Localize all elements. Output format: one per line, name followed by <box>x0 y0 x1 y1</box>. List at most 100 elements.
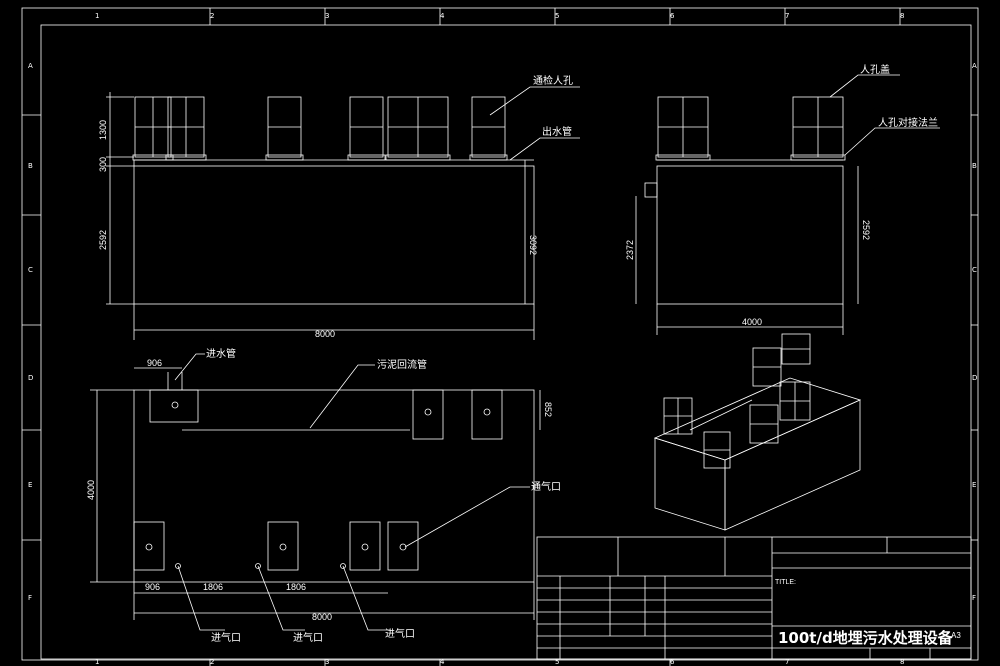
iso-manhole-5 <box>779 381 811 421</box>
dim-2592-side: 2592 <box>861 220 871 240</box>
plan-manhole-7 <box>387 521 419 571</box>
row-letter: C <box>972 266 977 274</box>
drawing-title: 100t/d地埋污水处理设备 <box>778 629 954 647</box>
border-labels: 1 2 3 4 5 6 7 8 1 2 3 4 5 6 7 8 A B C D … <box>28 12 977 666</box>
border-ticks <box>22 8 978 666</box>
label-manhole-flange: 人孔对接法兰 <box>878 116 938 129</box>
plan-view <box>90 353 541 631</box>
row-letter: B <box>972 162 977 170</box>
leader-air-inlet-2 <box>257 565 305 631</box>
iso-manhole-2 <box>703 431 731 469</box>
col-number: 2 <box>210 12 214 20</box>
col-number: 6 <box>670 12 675 20</box>
manhole-box-3 <box>265 96 304 161</box>
sheet-size: A3 <box>951 631 961 640</box>
col-number: 5 <box>555 658 559 666</box>
title-block <box>536 536 972 660</box>
leader-air-inlet-3 <box>342 565 390 631</box>
row-letter: B <box>28 162 33 170</box>
dim-2592: 2592 <box>98 230 108 250</box>
row-letter: E <box>28 481 32 489</box>
leader-inlet-pipe <box>174 353 205 381</box>
col-number: 7 <box>785 12 789 20</box>
iso-manhole-6 <box>749 404 779 444</box>
iso-manhole-4 <box>781 333 811 365</box>
row-letter: E <box>972 481 976 489</box>
label-vent: 通气口 <box>531 480 561 493</box>
row-letter: D <box>28 374 33 382</box>
col-number: 8 <box>900 658 904 666</box>
leader-manhole-flange <box>844 127 940 156</box>
col-number: 8 <box>900 12 904 20</box>
row-letter: A <box>972 62 977 70</box>
tank-body-side <box>656 165 844 305</box>
iso-manhole-3 <box>752 347 782 387</box>
col-number: 2 <box>210 658 214 666</box>
label-manhole-cover: 人孔盖 <box>860 63 890 76</box>
title-block-frame <box>536 536 972 660</box>
manhole-box-2 <box>165 96 207 161</box>
manhole-box-5 <box>385 96 451 161</box>
leader-vent-manhole <box>489 86 580 116</box>
col-number: 1 <box>95 658 99 666</box>
title-label: TITLE: <box>775 579 796 586</box>
col-number: 6 <box>670 658 675 666</box>
dim-906-top: 906 <box>147 358 162 368</box>
label-air-inlet-3: 进气口 <box>385 627 415 640</box>
side-elevation <box>635 74 940 335</box>
label-outlet-pipe: 出水管 <box>542 125 572 138</box>
side-manhole-right <box>790 96 846 161</box>
outer-border <box>21 7 979 661</box>
plan-manhole-4 <box>133 521 165 571</box>
col-number: 5 <box>555 12 559 20</box>
leader-air-inlet-1 <box>177 565 225 631</box>
tank-body-front <box>133 165 535 305</box>
tank-plan-outline <box>133 389 535 583</box>
dim-906-bottom: 906 <box>145 582 160 592</box>
iso-tank-side <box>724 399 861 531</box>
plan-manhole-5 <box>267 521 299 571</box>
plan-manhole-3 <box>471 389 503 440</box>
row-letter: C <box>28 266 33 274</box>
front-elevation <box>106 86 580 340</box>
dim-2372: 2372 <box>625 240 635 260</box>
iso-pipe <box>689 399 753 431</box>
iso-manhole-1 <box>663 397 693 435</box>
manhole-box-4 <box>347 96 386 161</box>
row-letter: D <box>972 374 977 382</box>
leader-manhole-cover <box>829 74 900 98</box>
isometric-view <box>653 333 862 531</box>
manhole-box-1 <box>132 96 174 161</box>
leader-vent <box>404 486 530 548</box>
inner-border <box>40 24 972 660</box>
row-letter: A <box>28 62 33 70</box>
side-pipe-stub <box>644 182 658 198</box>
col-number: 1 <box>95 12 99 20</box>
sheet-frame <box>21 7 979 666</box>
dim-1300: 1300 <box>98 120 108 140</box>
label-sludge-return: 污泥回流管 <box>377 358 427 371</box>
side-manhole-left <box>655 96 711 161</box>
plan-manhole-2 <box>412 389 444 440</box>
plan-manhole-inlet <box>149 389 199 423</box>
dim-1806-b: 1806 <box>286 582 306 592</box>
dim-3092: 3092 <box>528 235 538 255</box>
dim-4000-plan: 4000 <box>86 480 96 500</box>
dim-300: 300 <box>98 157 108 172</box>
leader-sludge-return <box>309 364 375 429</box>
dim-4000-side: 4000 <box>742 317 762 327</box>
front-dimensions <box>106 92 535 340</box>
label-air-inlet-2: 进气口 <box>293 631 323 644</box>
label-vent-manhole: 通检人孔 <box>533 74 573 87</box>
row-letter: F <box>972 594 976 602</box>
dim-852: 852 <box>543 402 553 417</box>
manhole-box-6 <box>469 96 508 161</box>
dim-8000-front: 8000 <box>315 329 335 339</box>
leader-outlet-pipe <box>509 137 580 161</box>
label-air-inlet-1: 进气口 <box>211 631 241 644</box>
col-number: 7 <box>785 658 789 666</box>
row-letter: F <box>28 594 32 602</box>
plan-manhole-6 <box>349 521 381 571</box>
col-number: 3 <box>325 12 329 20</box>
